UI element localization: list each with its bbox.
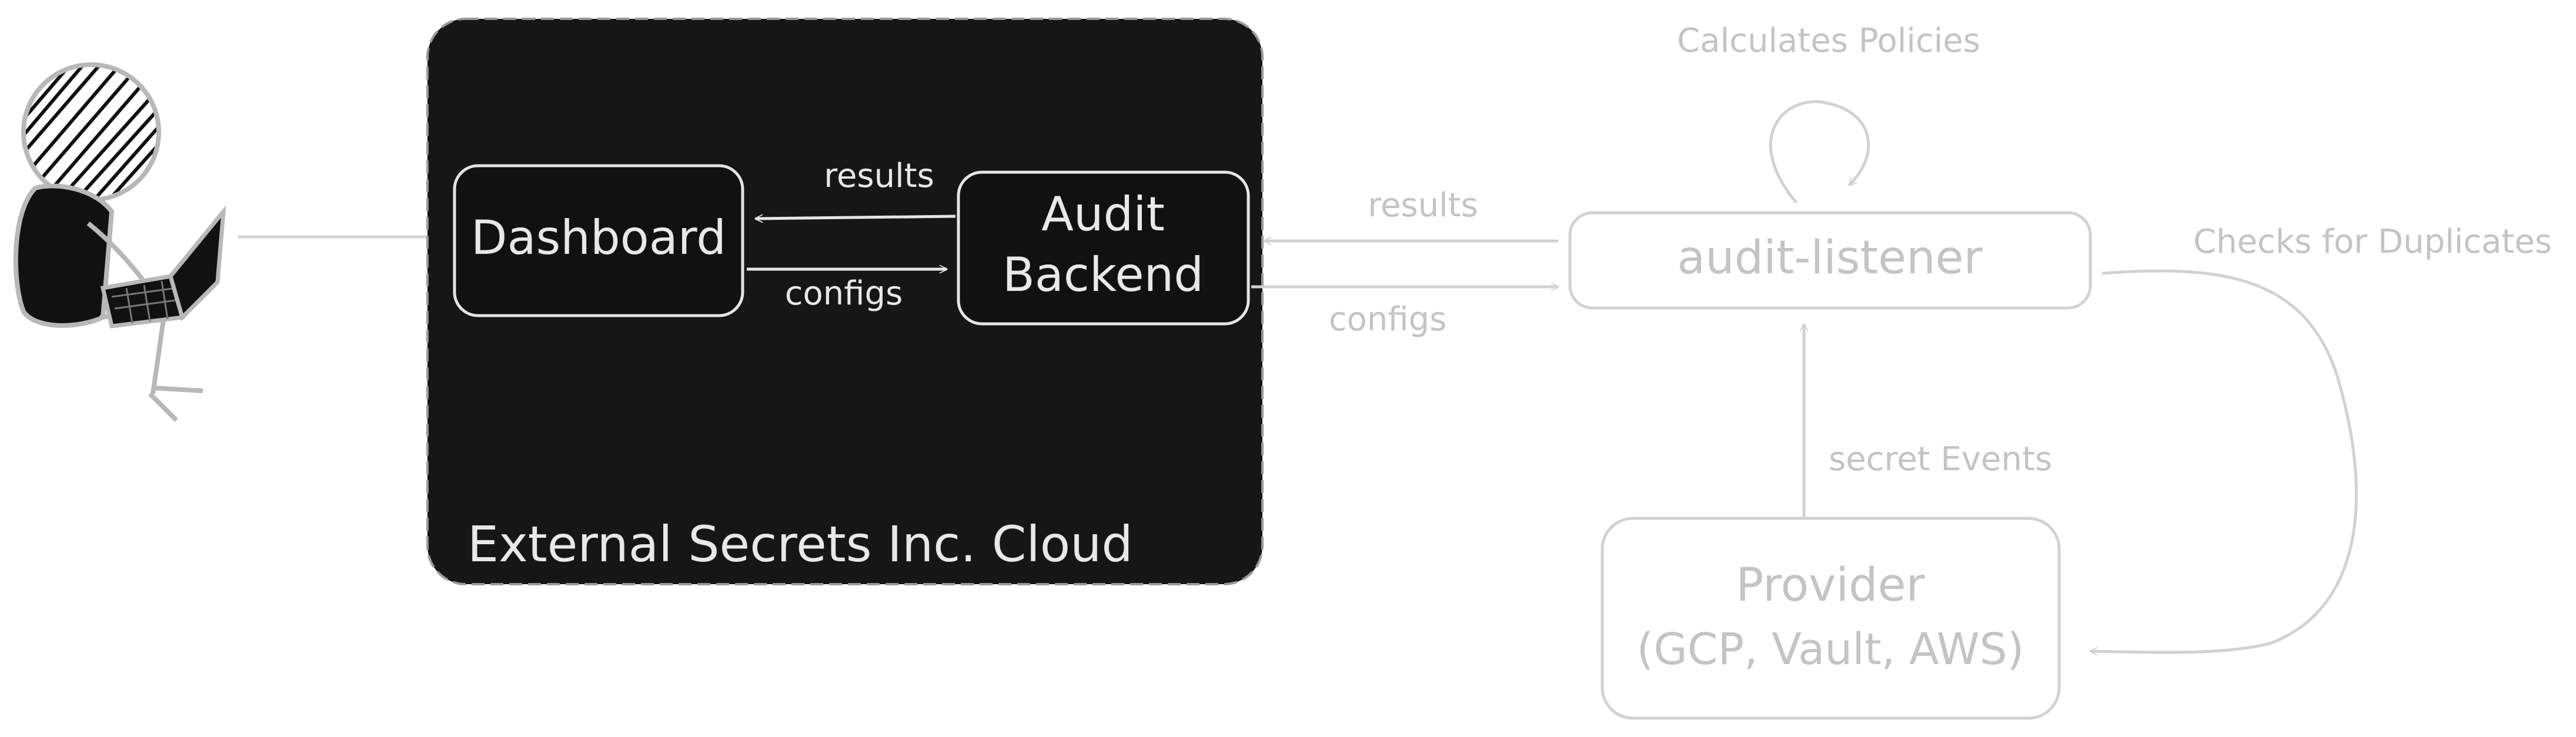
audit-backend-label-line2: Backend	[1003, 247, 1204, 302]
edge-label-checks-for-duplicates: Checks for Duplicates	[2193, 223, 2552, 261]
person-with-laptop-icon	[13, 62, 226, 422]
dashboard-node: Dashboard	[453, 164, 744, 317]
edge-label-configs-inner: configs	[785, 274, 903, 313]
dashboard-label: Dashboard	[471, 210, 726, 265]
arrow-backend-to-dashboard	[756, 216, 956, 219]
audit-backend-label-line1: Audit	[1041, 187, 1165, 242]
edge-label-results-inner: results	[824, 157, 934, 195]
arrow-listener-self-loop	[1769, 100, 1870, 204]
audit-backend-node: Audit Backend	[957, 170, 1250, 326]
provider-label-line1: Provider	[1736, 559, 1925, 612]
audit-listener-label: audit-listener	[1677, 232, 1983, 284]
edge-label-configs-outer: configs	[1329, 300, 1447, 339]
arrow-listener-to-provider	[2090, 269, 2358, 652]
cloud-label: External Secrets Inc. Cloud	[467, 515, 1133, 573]
audit-listener-node: audit-listener	[1568, 211, 2092, 310]
provider-node: Provider (GCP, Vault, AWS)	[1601, 517, 2061, 720]
edge-label-secret-events: secret Events	[1829, 440, 2052, 478]
edge-label-results-outer: results	[1368, 186, 1478, 225]
cloud-container: External Secrets Inc. Cloud	[426, 18, 1264, 585]
provider-label-line2: (GCP, Vault, AWS)	[1637, 624, 2024, 675]
edge-label-calculates-policies: Calculates Policies	[1677, 22, 1980, 60]
